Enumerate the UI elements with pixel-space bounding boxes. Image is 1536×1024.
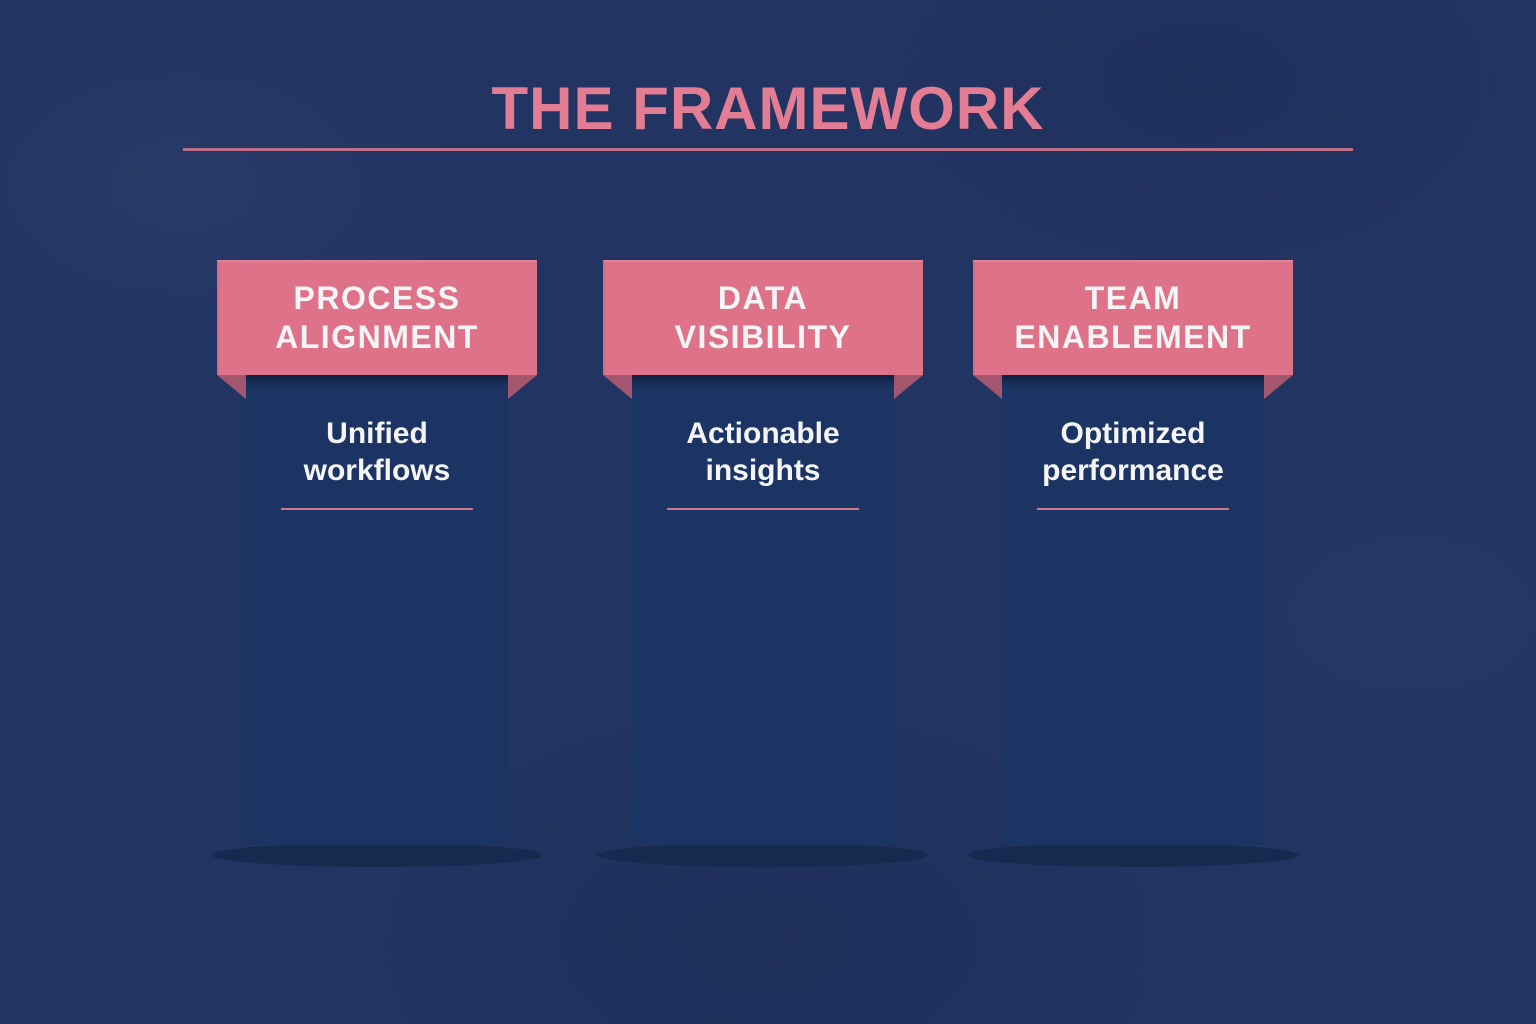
ribbon-fold-left [603, 375, 632, 399]
ribbon-fold-left [217, 375, 246, 399]
card-subtitle: Unified workflows [303, 417, 451, 487]
framework-card-process-alignment: Unified workflows PROCESS ALIGNMENT [212, 260, 542, 900]
card-column: Unified workflows [246, 375, 508, 845]
card-banner: PROCESS ALIGNMENT [217, 260, 537, 375]
card-subtitle: Optimized performance [1042, 417, 1224, 487]
ribbon-fold-right [1264, 375, 1293, 399]
framework-card-data-visibility: Actionable insights DATA VISIBILITY [598, 260, 928, 900]
page-title: THE FRAMEWORK [491, 75, 1045, 142]
card-column: Optimized performance [1002, 375, 1264, 845]
title-divider [183, 148, 1353, 151]
column-shadow [212, 843, 542, 867]
subtitle-underline [667, 508, 859, 510]
card-subtitle: Actionable insights [686, 417, 840, 487]
ribbon-fold-right [508, 375, 537, 399]
card-banner: TEAM ENABLEMENT [973, 260, 1293, 375]
column-shadow [968, 843, 1298, 867]
card-banner: DATA VISIBILITY [603, 260, 923, 375]
card-banner-label: DATA VISIBILITY [674, 279, 852, 355]
framework-card-team-enablement: Optimized performance TEAM ENABLEMENT [968, 260, 1298, 900]
ribbon-fold-left [973, 375, 1002, 399]
card-column: Actionable insights [632, 375, 894, 845]
subtitle-underline [281, 508, 473, 510]
ribbon-fold-right [894, 375, 923, 399]
card-banner-label: PROCESS ALIGNMENT [275, 279, 479, 355]
subtitle-underline [1037, 508, 1229, 510]
column-shadow [598, 843, 928, 867]
card-banner-label: TEAM ENABLEMENT [1014, 279, 1252, 355]
